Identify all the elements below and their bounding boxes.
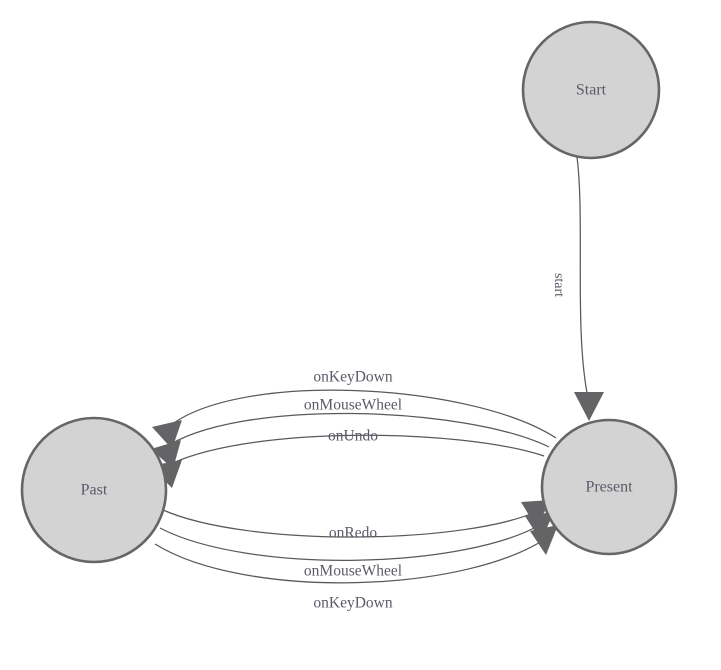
edge-label-present-past-onkeydown: onKeyDown — [313, 369, 392, 386]
edge-past-to-present-onkeydown[interactable]: onKeyDown — [154, 525, 558, 612]
edge-start-to-present[interactable]: start — [551, 156, 604, 421]
edge-label-present-past-onmousewheel: onMouseWheel — [304, 397, 402, 414]
edge-present-to-past-onmousewheel-path — [162, 412, 550, 450]
edge-past-to-present-onredo-arrowhead — [521, 500, 551, 527]
node-start[interactable]: Start — [521, 20, 661, 160]
node-past-label: Past — [81, 482, 108, 499]
edge-past-to-present-onredo-path — [162, 509, 541, 538]
edge-past-to-present-onmousewheel[interactable]: onMouseWheel — [159, 512, 554, 580]
node-start-shape — [521, 20, 661, 160]
edge-label-past-present-onmousewheel: onMouseWheel — [304, 563, 402, 580]
edge-label-past-present-onredo: onRedo — [329, 525, 377, 542]
edge-present-to-past-onkeydown-path — [164, 389, 557, 439]
node-past-shape — [20, 416, 168, 564]
edge-label-present-past-onundo: onUndo — [328, 428, 378, 445]
node-present-label: Present — [585, 479, 633, 496]
edge-present-to-past-onundo-path — [162, 434, 545, 469]
edge-start-to-present-arrowhead — [574, 392, 604, 421]
edge-past-to-present-onkeydown-arrowhead — [530, 525, 558, 555]
edge-label-start: start — [551, 273, 566, 297]
edge-start-to-present-path — [576, 156, 589, 399]
edge-past-to-present-onmousewheel-path — [159, 521, 546, 561]
node-present-shape — [540, 418, 678, 556]
node-start-label: Start — [576, 82, 607, 99]
edge-past-to-present-onmousewheel-arrowhead — [525, 512, 554, 541]
edge-past-to-present-onredo[interactable]: onRedo — [162, 500, 551, 542]
edge-past-to-present-onkeydown-path — [154, 534, 552, 584]
edge-label-past-present-onkeydown: onKeyDown — [313, 595, 392, 612]
edge-present-to-past-onundo[interactable]: onUndo — [150, 428, 545, 488]
node-present[interactable]: Present — [540, 418, 678, 556]
node-past[interactable]: Past — [20, 416, 168, 564]
